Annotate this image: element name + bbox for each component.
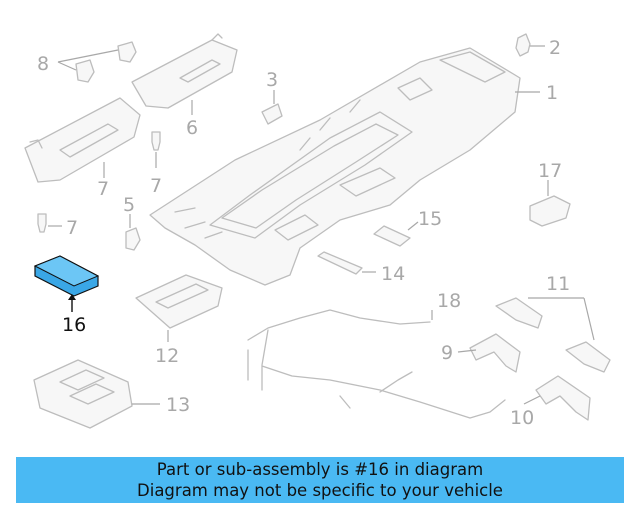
callout-label-8: 8	[37, 53, 49, 75]
grip-bracket-part-11b	[565, 341, 611, 373]
grip-bracket-part-11a	[495, 297, 543, 329]
screw-part-7b	[37, 213, 47, 233]
leader-11	[528, 297, 595, 341]
holder-part-8b	[75, 59, 95, 83]
callout-label-7a: 7	[150, 175, 162, 197]
overhead-console-part-13	[33, 359, 133, 429]
grip-handle-part-9	[469, 333, 521, 373]
callout-label-14: 14	[381, 263, 405, 285]
clip-part-2	[515, 33, 531, 57]
banner-line-part: Part or sub-assembly is #16 in diagram	[156, 460, 484, 479]
leader-8	[57, 49, 119, 71]
banner-line-disclaimer: Diagram may not be specific to your vehi…	[137, 481, 503, 500]
callout-label-16: 16	[62, 314, 86, 336]
sun-visor-part-6	[24, 97, 141, 183]
grip-handle-part-10	[535, 375, 591, 421]
callout-label-1: 1	[546, 82, 558, 104]
trim-strip-part-14	[317, 251, 363, 275]
leader-10	[523, 395, 541, 405]
callout-label-6: 7	[97, 178, 109, 200]
bracket-part-15	[373, 225, 411, 247]
map-lamp-part-16	[33, 255, 100, 297]
leader-9	[457, 349, 477, 353]
callout-label-15: 15	[418, 208, 442, 230]
callout-label-3: 3	[266, 69, 278, 91]
callout-label-7b: 7	[66, 217, 78, 239]
callout-label-12: 12	[155, 345, 179, 367]
callout-label-2: 2	[549, 37, 561, 59]
headliner-part-1	[149, 47, 521, 286]
holder-part-8a	[117, 41, 137, 63]
callout-label-13: 13	[166, 394, 190, 416]
clip-part-4	[125, 227, 141, 251]
callout-label-18: 18	[437, 290, 461, 312]
leader-16-arrow	[68, 294, 76, 300]
bracket-part-3	[261, 103, 283, 125]
callout-label-9: 9	[441, 342, 453, 364]
callout-label-17: 17	[538, 160, 562, 182]
callout-label-10: 10	[510, 407, 534, 429]
callout-label-4: 5	[123, 194, 135, 216]
callout-label-11: 11	[546, 273, 570, 295]
screw-part-7a	[151, 131, 161, 151]
switch-part-17	[529, 195, 571, 227]
wire-harness	[247, 309, 506, 419]
callout-label-5: 6	[186, 117, 198, 139]
console-bracket-part-12	[135, 274, 223, 329]
leader-15	[407, 221, 419, 231]
sun-visor-part-5	[131, 39, 238, 109]
part-info-banner: Part or sub-assembly is #16 in diagram D…	[16, 457, 624, 503]
